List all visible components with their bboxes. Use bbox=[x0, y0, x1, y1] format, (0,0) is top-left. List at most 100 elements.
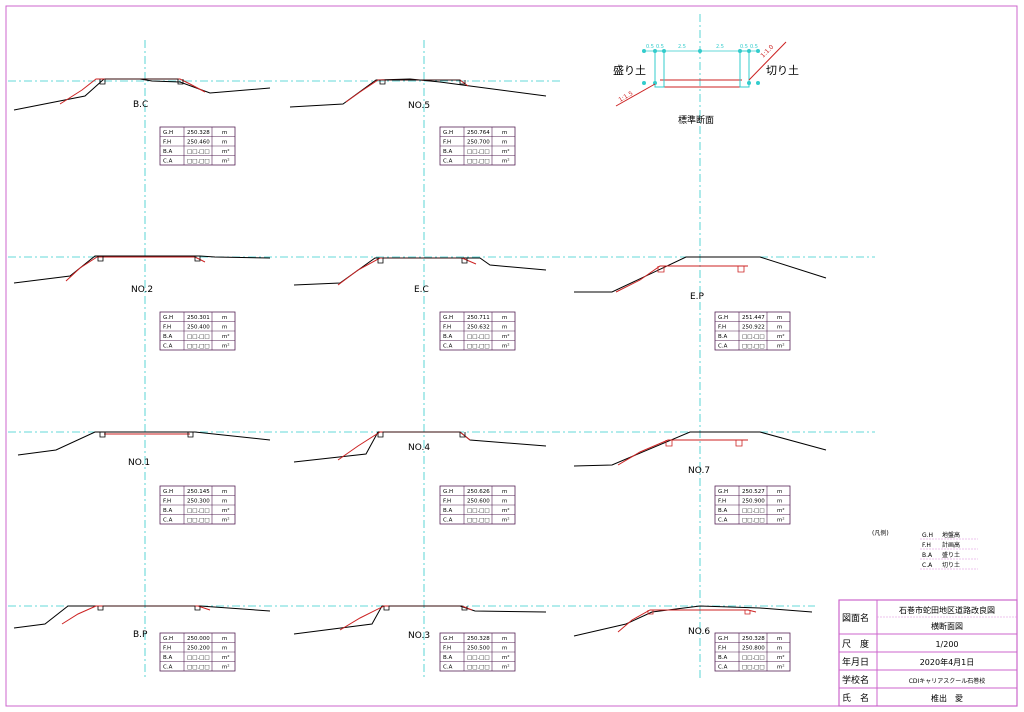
standard-section: 0.5 0.5 2.5 2.5 0.5 0.5 1:1.5 1:1.0 盛り土 … bbox=[613, 41, 799, 126]
section-no7 bbox=[573, 431, 827, 467]
table-row-label: G.H bbox=[163, 489, 173, 495]
right-slope-ratio: 1:1.0 bbox=[759, 43, 775, 59]
legend-text: 盛り土 bbox=[942, 551, 960, 559]
design-line bbox=[61, 605, 211, 625]
date-label: 年月日 bbox=[842, 656, 869, 668]
table-value: □□.□□ bbox=[187, 655, 210, 661]
curb-shape bbox=[647, 609, 751, 615]
design-line bbox=[345, 79, 469, 103]
table-value: □□.□□ bbox=[467, 518, 490, 524]
dimension-ticks bbox=[642, 49, 760, 85]
section-no3 bbox=[293, 605, 547, 635]
table-row-label: G.H bbox=[718, 315, 728, 321]
ground-line bbox=[13, 255, 271, 284]
ground-line bbox=[293, 257, 547, 286]
table-unit: m² bbox=[502, 654, 510, 661]
section-label: B.C bbox=[133, 100, 148, 110]
table-row-label: B.A bbox=[163, 149, 173, 155]
section-no5 bbox=[289, 78, 547, 108]
table-row-label: C.A bbox=[163, 344, 173, 350]
table-row-label: G.H bbox=[163, 636, 173, 642]
drawing-frame bbox=[5, 5, 1018, 707]
section-label: NO.2 bbox=[131, 285, 153, 295]
table-row-label: B.A bbox=[163, 508, 173, 514]
table-row-label: G.H bbox=[718, 636, 728, 642]
legend-item-ba: B.A 盛り土 bbox=[920, 551, 978, 560]
table-value: 250.301 bbox=[187, 315, 210, 321]
table-row-label: G.H bbox=[163, 130, 173, 136]
table-unit: m bbox=[502, 140, 507, 146]
section-label: E.C bbox=[414, 285, 429, 295]
centerline-verticals bbox=[144, 14, 701, 680]
table-unit: m bbox=[222, 489, 227, 495]
table-unit: m bbox=[777, 636, 782, 642]
ground-line bbox=[574, 256, 827, 293]
legend-code: G.H bbox=[922, 532, 933, 539]
section-no1 bbox=[17, 431, 271, 456]
table-row-label: B.A bbox=[443, 149, 453, 155]
table-row-label: F.H bbox=[163, 140, 171, 146]
table-row-label: B.A bbox=[718, 655, 728, 661]
table-row-label: F.H bbox=[718, 325, 726, 331]
legend-text: 地盤高 bbox=[942, 531, 960, 539]
table-unit: m² bbox=[502, 148, 510, 155]
table-row-label: C.A bbox=[443, 665, 453, 671]
design-line bbox=[615, 265, 748, 293]
table-row-label: F.H bbox=[443, 140, 451, 146]
left-slope-ratio: 1:1.5 bbox=[618, 90, 635, 104]
section-label: NO.6 bbox=[688, 627, 710, 637]
table-value: □□.□□ bbox=[467, 334, 490, 340]
table-row-label: G.H bbox=[443, 636, 453, 642]
table-unit: m bbox=[222, 636, 227, 642]
curb-shape bbox=[97, 605, 201, 611]
table-unit: m² bbox=[502, 343, 510, 350]
table-row-label: B.A bbox=[443, 334, 453, 340]
table-unit: m² bbox=[777, 343, 785, 350]
curb-shape bbox=[377, 257, 468, 264]
legend-code: C.A bbox=[922, 562, 933, 569]
section-label: B.P bbox=[133, 630, 148, 640]
table-unit: m bbox=[222, 140, 227, 146]
subgrade-line bbox=[663, 80, 741, 88]
tick-dot bbox=[662, 49, 666, 53]
table-value: 250.600 bbox=[467, 499, 490, 505]
ground-line bbox=[293, 605, 547, 635]
right-cut-slope bbox=[748, 41, 787, 81]
name-label: 氏 名 bbox=[842, 692, 869, 704]
legend-code: B.A bbox=[922, 552, 933, 559]
tick-dot bbox=[642, 49, 646, 53]
standard-dim-4: 2.5 bbox=[716, 44, 724, 50]
ground-line bbox=[17, 431, 271, 456]
table-row-label: G.H bbox=[718, 489, 728, 495]
school-value: CDIキャリアスクール石巻校 bbox=[909, 677, 986, 685]
table-unit: m² bbox=[502, 333, 510, 340]
scale-value: 1/200 bbox=[935, 640, 958, 649]
curb-shape bbox=[99, 78, 184, 85]
tick-dot bbox=[653, 49, 657, 53]
table-value: □□.□□ bbox=[742, 665, 765, 671]
section-no6 bbox=[573, 605, 813, 637]
table-unit: m² bbox=[222, 148, 230, 155]
table-value: □□.□□ bbox=[467, 508, 490, 514]
table-row-label: F.H bbox=[163, 646, 171, 652]
table-unit: m bbox=[502, 325, 507, 331]
table-unit: m² bbox=[777, 654, 785, 661]
table-value: 250.328 bbox=[467, 636, 490, 642]
